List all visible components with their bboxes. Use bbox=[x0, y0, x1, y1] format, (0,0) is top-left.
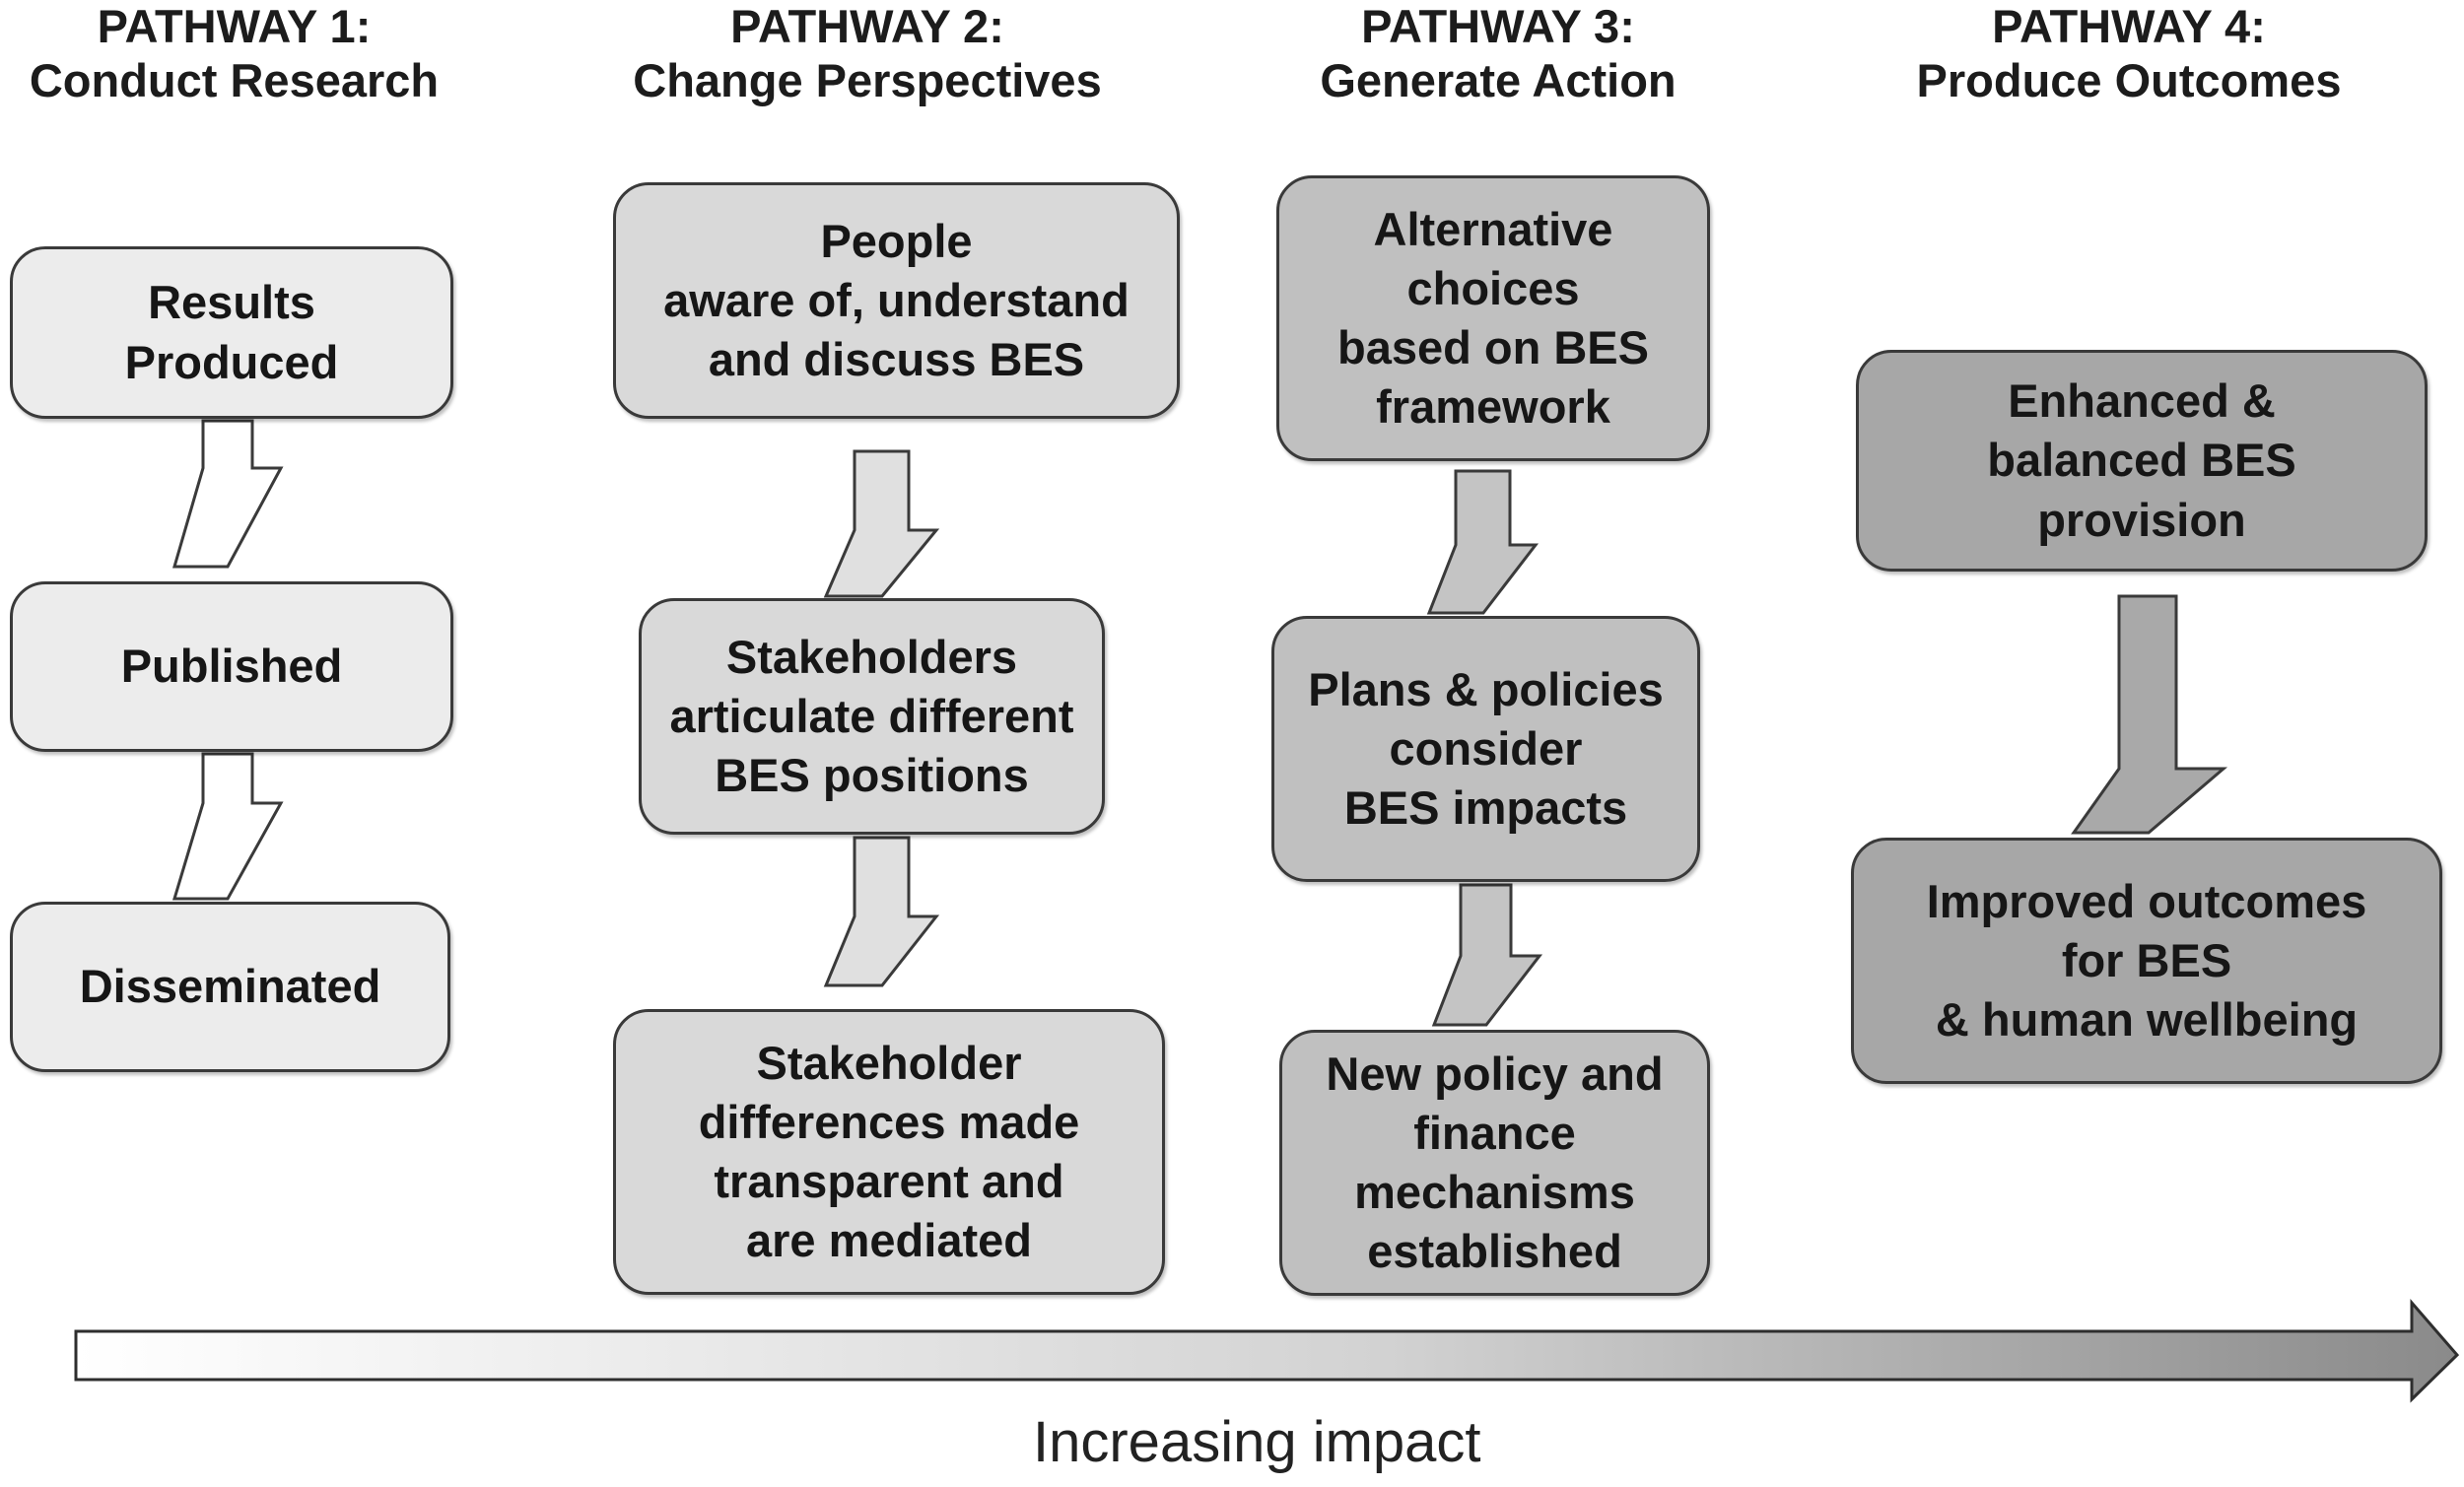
pathway-3-step-new-policy-finance: New policy and finance mechanisms establ… bbox=[1279, 1030, 1710, 1296]
arrow-down-icon bbox=[171, 752, 284, 901]
pathway-3-step-plans-policies: Plans & policies consider BES impacts bbox=[1271, 616, 1700, 882]
arrow-down-icon bbox=[1431, 883, 1543, 1027]
arrow-down-icon bbox=[823, 836, 940, 987]
pathway-3-heading: PATHWAY 3: Generate Action bbox=[1291, 0, 1705, 107]
pathway-1-step-published: Published bbox=[10, 581, 453, 752]
pathway-4-step-improved-outcomes: Improved outcomes for BES & human wellbe… bbox=[1851, 838, 2442, 1084]
arrow-down-icon bbox=[823, 449, 940, 598]
pathway-2-step-stakeholders-articulate: Stakeholders articulate different BES po… bbox=[639, 598, 1105, 835]
pathway-2-step-stakeholder-differences: Stakeholder differences made transparent… bbox=[613, 1009, 1165, 1295]
pathway-2-step-people-aware: People aware of, understand and discuss … bbox=[613, 182, 1180, 419]
pathway-2-title: PATHWAY 2: bbox=[730, 0, 1004, 52]
pathway-4-heading: PATHWAY 4: Produce Outcomes bbox=[1887, 0, 2370, 107]
pathway-3-subtitle: Generate Action bbox=[1320, 53, 1677, 106]
pathway-3-title: PATHWAY 3: bbox=[1361, 0, 1635, 52]
arrow-down-icon bbox=[172, 419, 284, 569]
pathway-4-title: PATHWAY 4: bbox=[1992, 0, 2266, 52]
increasing-impact-label: Increasing impact bbox=[1033, 1410, 1481, 1474]
arrow-down-icon bbox=[1426, 469, 1540, 615]
pathway-1-subtitle: Conduct Research bbox=[29, 53, 440, 106]
pathway-1-step-disseminated: Disseminated bbox=[10, 902, 450, 1072]
pathway-2-heading: PATHWAY 2: Change Perspectives bbox=[611, 0, 1124, 107]
pathway-1-step-results-produced: Results Produced bbox=[10, 246, 453, 419]
arrow-down-icon bbox=[2071, 594, 2228, 835]
increasing-impact-arrow bbox=[74, 1298, 2460, 1403]
pathway-3-step-alternative-choices: Alternative choices based on BES framewo… bbox=[1276, 175, 1710, 461]
pathway-1-title: PATHWAY 1: bbox=[97, 0, 372, 52]
pathway-4-step-enhanced-provision: Enhanced & balanced BES provision bbox=[1856, 350, 2428, 572]
pathway-2-subtitle: Change Perspectives bbox=[633, 53, 1102, 106]
pathway-4-subtitle: Produce Outcomes bbox=[1916, 53, 2342, 106]
pathway-1-heading: PATHWAY 1: Conduct Research bbox=[10, 0, 458, 107]
